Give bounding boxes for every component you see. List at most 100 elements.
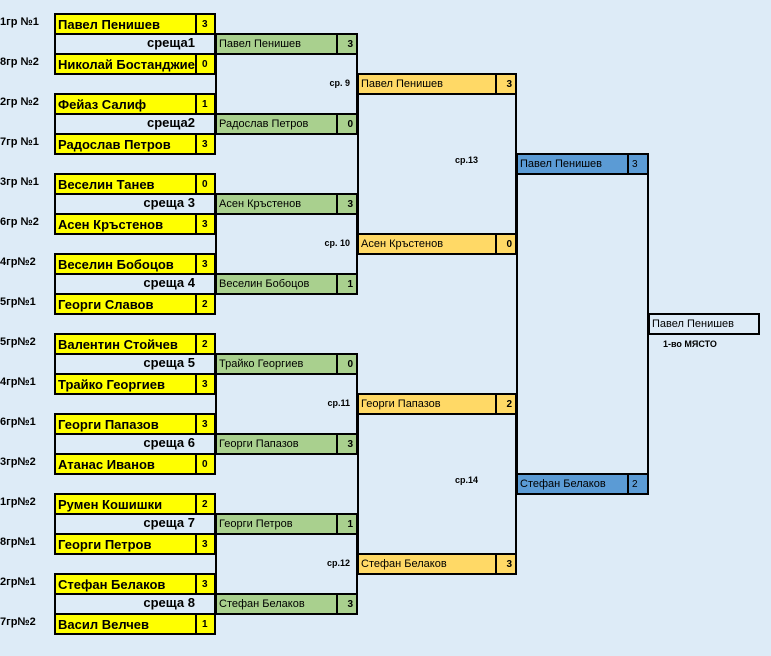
player-name-text: Георги Славов bbox=[58, 296, 154, 312]
match-label: среща 5 bbox=[54, 353, 195, 373]
quarterfinal-name-text: Стефан Белаков bbox=[361, 558, 447, 570]
quarterfinal-name[interactable]: Асен Кръстенов bbox=[357, 233, 497, 255]
match-label: ср. 10 bbox=[300, 238, 350, 252]
player-name[interactable]: Стефан Белаков bbox=[54, 573, 197, 595]
quarterfinal-name[interactable]: Георги Папазов bbox=[357, 393, 497, 415]
player-name-text: Николай Бостанджие bbox=[58, 56, 195, 72]
player-score: 3 bbox=[195, 133, 216, 155]
seed-label: 7гр№2 bbox=[0, 616, 54, 634]
seed-label: 5гр№1 bbox=[0, 296, 54, 314]
round2-name[interactable]: Асен Кръстенов bbox=[215, 193, 338, 215]
player-score-text: 0 bbox=[202, 178, 208, 190]
player-name[interactable]: Васил Велчев bbox=[54, 613, 197, 635]
player-score-text: 3 bbox=[202, 18, 208, 30]
round2-score-text: 3 bbox=[347, 598, 353, 610]
player-score-text: 3 bbox=[202, 138, 208, 150]
player-name[interactable]: Николай Бостанджие bbox=[54, 53, 197, 75]
semifinal-name[interactable]: Стефан Белаков bbox=[516, 473, 629, 495]
seed-label-text: 3гр №1 bbox=[0, 176, 39, 188]
player-score: 3 bbox=[195, 413, 216, 435]
player-name[interactable]: Трайко Георгиев bbox=[54, 373, 197, 395]
match-label-text: ср.11 bbox=[327, 398, 350, 408]
semifinal-score: 3 bbox=[627, 153, 649, 175]
semifinal-name-text: Павел Пенишев bbox=[520, 158, 603, 170]
round2-name-text: Стефан Белаков bbox=[219, 598, 305, 610]
quarterfinal-score: 3 bbox=[495, 553, 517, 575]
match-label: среща 8 bbox=[54, 593, 195, 613]
round2-name[interactable]: Павел Пенишев bbox=[215, 33, 338, 55]
semifinal-score: 2 bbox=[627, 473, 649, 495]
player-score: 2 bbox=[195, 293, 216, 315]
round2-score: 0 bbox=[336, 113, 358, 135]
player-name-text: Веселин Танев bbox=[58, 176, 155, 192]
seed-label: 1гр №1 bbox=[0, 16, 54, 34]
match-label: среща1 bbox=[54, 33, 195, 53]
seed-label-text: 5гр№1 bbox=[0, 296, 36, 308]
semifinal-name[interactable]: Павел Пенишев bbox=[516, 153, 629, 175]
match-label-text: среща 5 bbox=[143, 355, 195, 370]
player-score-text: 3 bbox=[202, 578, 208, 590]
final-winner[interactable]: Павел Пенишев bbox=[648, 313, 760, 335]
seed-label: 2гр№1 bbox=[0, 576, 54, 594]
seed-label: 6гр №2 bbox=[0, 216, 54, 234]
player-name[interactable]: Веселин Бобоцов bbox=[54, 253, 197, 275]
player-name[interactable]: Фейаз Салиф bbox=[54, 93, 197, 115]
player-name[interactable]: Георги Папазов bbox=[54, 413, 197, 435]
quarterfinal-score-text: 3 bbox=[506, 78, 512, 90]
quarterfinal-name-text: Асен Кръстенов bbox=[361, 238, 444, 250]
round2-score-text: 3 bbox=[347, 38, 353, 50]
player-name[interactable]: Асен Кръстенов bbox=[54, 213, 197, 235]
seed-label: 2гр №2 bbox=[0, 96, 54, 114]
player-name[interactable]: Павел Пенишев bbox=[54, 13, 197, 35]
player-score: 0 bbox=[195, 453, 216, 475]
semifinal-name-text: Стефан Белаков bbox=[520, 478, 606, 490]
player-name-text: Атанас Иванов bbox=[58, 456, 155, 472]
player-score-text: 3 bbox=[202, 258, 208, 270]
player-name[interactable]: Румен Кошишки bbox=[54, 493, 197, 515]
player-name[interactable]: Георги Славов bbox=[54, 293, 197, 315]
player-name-text: Румен Кошишки bbox=[58, 496, 163, 512]
match-label-text: ср.14 bbox=[455, 475, 479, 485]
player-name-text: Веселин Бобоцов bbox=[58, 256, 174, 272]
semifinal-bracket-line bbox=[516, 153, 649, 493]
seed-label: 4гр№2 bbox=[0, 256, 54, 274]
player-name[interactable]: Веселин Танев bbox=[54, 173, 197, 195]
round2-name[interactable]: Георги Петров bbox=[215, 513, 338, 535]
match-label-text: среща 8 bbox=[143, 595, 195, 610]
quarterfinal-score-text: 2 bbox=[506, 398, 512, 410]
player-name-text: Трайко Георгиев bbox=[58, 376, 165, 392]
round2-score: 3 bbox=[336, 33, 358, 55]
player-name[interactable]: Валентин Стойчев bbox=[54, 333, 197, 355]
round2-name-text: Георги Петров bbox=[219, 518, 293, 530]
player-name-text: Радослав Петров bbox=[58, 136, 171, 152]
player-name[interactable]: Георги Петров bbox=[54, 533, 197, 555]
seed-label-text: 1гр№2 bbox=[0, 496, 36, 508]
round2-name[interactable]: Георги Папазов bbox=[215, 433, 338, 455]
final-winner-text: Павел Пенишев bbox=[652, 318, 735, 330]
match-label: среща2 bbox=[54, 113, 195, 133]
quarterfinal-name-text: Павел Пенишев bbox=[361, 78, 444, 90]
round2-name[interactable]: Радослав Петров bbox=[215, 113, 338, 135]
seed-label-text: 4гр№2 bbox=[0, 256, 36, 268]
match-label-text: среща 4 bbox=[143, 275, 195, 290]
match-label-text: среща 6 bbox=[143, 435, 195, 450]
seed-label-text: 4гр№1 bbox=[0, 376, 36, 388]
player-name[interactable]: Радослав Петров bbox=[54, 133, 197, 155]
match-label: среща 7 bbox=[54, 513, 195, 533]
player-name-text: Асен Кръстенов bbox=[58, 216, 164, 232]
player-name[interactable]: Атанас Иванов bbox=[54, 453, 197, 475]
quarterfinal-name[interactable]: Павел Пенишев bbox=[357, 73, 497, 95]
round2-name[interactable]: Стефан Белаков bbox=[215, 593, 338, 615]
round2-name[interactable]: Веселин Бобоцов bbox=[215, 273, 338, 295]
player-score: 0 bbox=[195, 53, 216, 75]
quarterfinal-name[interactable]: Стефан Белаков bbox=[357, 553, 497, 575]
player-score-text: 0 bbox=[202, 458, 208, 470]
match-label: среща 3 bbox=[54, 193, 195, 213]
round2-score: 3 bbox=[336, 193, 358, 215]
round2-score: 3 bbox=[336, 433, 358, 455]
player-score: 1 bbox=[195, 93, 216, 115]
match-label-text: среща1 bbox=[147, 35, 195, 50]
place-label: 1-во МЯСТО bbox=[663, 339, 743, 353]
round2-name[interactable]: Трайко Георгиев bbox=[215, 353, 338, 375]
quarterfinal-name-text: Георги Папазов bbox=[361, 398, 441, 410]
